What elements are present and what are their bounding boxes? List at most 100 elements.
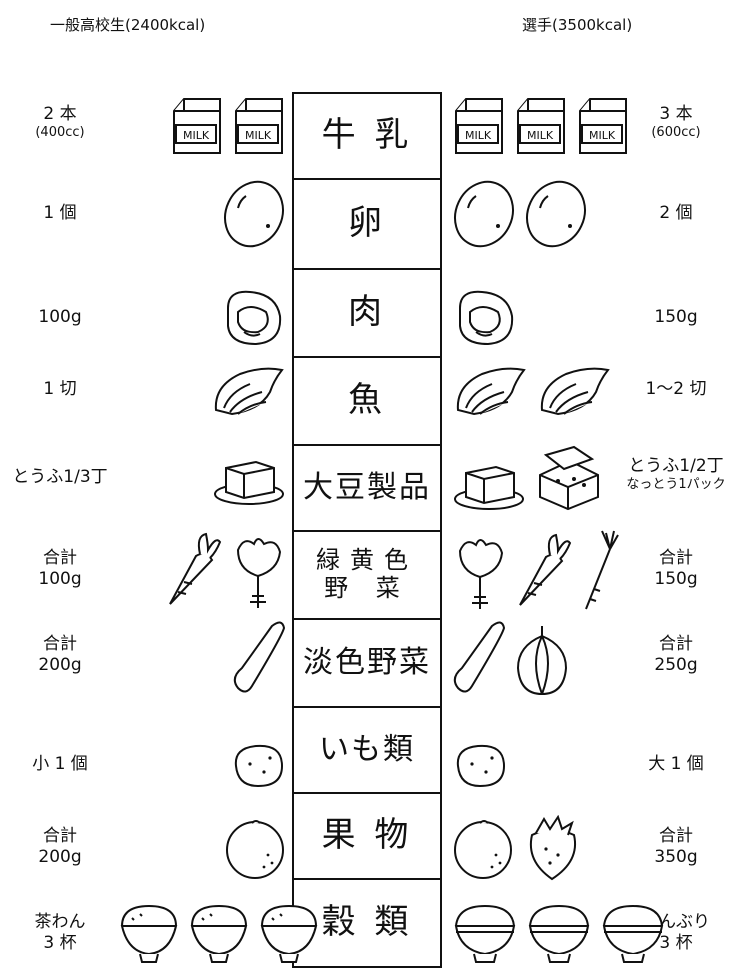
natto-icon — [534, 445, 604, 511]
header-athlete: 選手(3500kcal) — [522, 16, 633, 34]
left-quantity-main: とうふ1/3丁 — [12, 467, 108, 487]
food-group-label: 淡色野菜 — [292, 618, 442, 708]
svg-text:MILK: MILK — [527, 129, 554, 142]
right-quantity: とうふ1/2丁なっとう1パック — [612, 456, 740, 494]
left-quantity-main: 合計 — [43, 548, 77, 568]
food-group-label: 卵 — [292, 178, 442, 270]
rice-bowl-icon — [188, 904, 250, 964]
left-quantity-main: 茶わん — [34, 912, 86, 932]
right-food-icons — [452, 815, 582, 881]
food-group-column: 牛 乳卵肉魚大豆製品緑黄色 野 菜淡色野菜いも類果 物穀 類 — [292, 92, 442, 970]
right-quantity-main: とうふ1/2丁 — [628, 456, 724, 476]
potato-icon — [230, 740, 286, 790]
right-food-icons — [452, 445, 604, 511]
carrot-icon — [516, 531, 572, 611]
orange-icon — [224, 815, 286, 881]
left-food-icons — [224, 815, 286, 881]
right-food-icons — [452, 616, 570, 696]
meat-icon — [452, 286, 518, 350]
food-group-label: 魚 — [292, 356, 442, 446]
tofu-icon — [212, 450, 286, 506]
header-general-student: 一般高校生(2400kcal) — [50, 16, 206, 34]
right-food-icons — [452, 178, 588, 250]
donburi-icon — [600, 904, 666, 964]
food-group-label: 大豆製品 — [292, 444, 442, 532]
right-food-icons — [452, 529, 620, 611]
carrot-icon — [166, 530, 222, 610]
fish-fillet-icon — [536, 362, 612, 418]
left-quantity-main: 2 本 — [43, 104, 77, 124]
right-quantity-main: 1～2 切 — [645, 379, 707, 399]
donburi-icon — [452, 904, 518, 964]
right-quantity-sub: 3 杯 — [659, 933, 693, 954]
food-group-label: 果 物 — [292, 792, 442, 880]
food-group-label: いも類 — [292, 706, 442, 794]
meat-icon — [220, 286, 286, 350]
food-group-label: 牛 乳 — [292, 92, 442, 180]
left-quantity-main: 1 個 — [43, 203, 77, 223]
onion-icon — [514, 622, 570, 696]
right-quantity: 150g — [612, 307, 740, 328]
egg-icon — [524, 178, 588, 250]
left-quantity: 小 1 個 — [0, 754, 120, 775]
right-quantity: 大 1 個 — [612, 754, 740, 775]
svg-text:MILK: MILK — [245, 129, 272, 142]
left-quantity-main: 1 切 — [43, 379, 77, 399]
left-quantity-sub: 200g — [38, 655, 82, 676]
left-quantity-main: 小 1 個 — [32, 754, 88, 774]
cucumber-icon — [232, 616, 286, 696]
right-quantity-main: 大 1 個 — [648, 754, 704, 774]
spinach-icon — [230, 530, 286, 610]
food-group-label: 緑黄色 野 菜 — [292, 530, 442, 620]
left-quantity: 100g — [0, 307, 120, 328]
fish-fillet-icon — [452, 362, 528, 418]
milk-carton-icon: MILK — [452, 97, 506, 155]
left-quantity-main: 合計 — [43, 826, 77, 846]
tofu-icon — [452, 455, 526, 511]
left-food-icons — [166, 530, 286, 610]
svg-text:MILK: MILK — [589, 129, 616, 142]
svg-text:MILK: MILK — [465, 129, 492, 142]
left-quantity-sub: 100g — [38, 569, 82, 590]
right-quantity-sub: 250g — [654, 655, 698, 676]
right-quantity-sub: (600cc) — [651, 125, 701, 141]
left-quantity-main: 100g — [38, 307, 82, 327]
left-food-icons — [212, 450, 286, 506]
rice-bowl-icon — [258, 904, 320, 964]
left-food-icons — [222, 178, 286, 250]
egg-icon — [452, 178, 516, 250]
orange-icon — [452, 815, 514, 881]
right-quantity-sub: 150g — [654, 569, 698, 590]
right-quantity-main: 3 本 — [659, 104, 693, 124]
left-food-icons — [210, 362, 286, 418]
milk-carton-icon: MILK — [514, 97, 568, 155]
egg-icon — [222, 178, 286, 250]
donburi-icon — [526, 904, 592, 964]
milk-carton-icon: MILK — [170, 97, 224, 155]
potato-icon — [452, 740, 508, 790]
left-quantity-sub: 3 杯 — [43, 933, 77, 954]
left-quantity: 1 切 — [0, 379, 120, 400]
right-quantity-sub: なっとう1パック — [626, 477, 726, 493]
left-food-icons — [118, 904, 320, 964]
left-quantity: とうふ1/3丁 — [0, 467, 120, 488]
cucumber-icon — [452, 616, 506, 696]
rice-bowl-icon — [118, 904, 180, 964]
strawberry-icon — [522, 815, 582, 881]
left-food-icons — [220, 286, 286, 350]
left-quantity: 2 本(400cc) — [0, 104, 120, 142]
milk-carton-icon: MILK — [232, 97, 286, 155]
right-quantity-sub: 350g — [654, 847, 698, 868]
left-quantity-main: 合計 — [43, 634, 77, 654]
left-quantity-sub: (400cc) — [35, 125, 85, 141]
spinach-icon — [452, 531, 508, 611]
right-quantity-main: 合計 — [659, 634, 693, 654]
right-food-icons — [452, 362, 612, 418]
right-quantity: 2 個 — [612, 203, 740, 224]
